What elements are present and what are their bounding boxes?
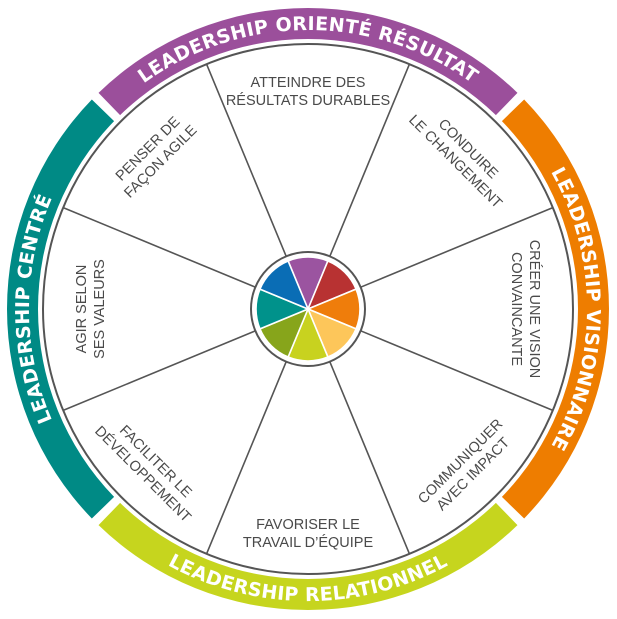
sector-dividers bbox=[62, 63, 554, 555]
band-visionnaire bbox=[501, 99, 609, 519]
outer-ring bbox=[42, 43, 574, 575]
sector-label-line: CONVAINCANTE bbox=[508, 252, 524, 366]
sector-label-line: CRÉER UNE VISION bbox=[526, 240, 543, 379]
sector-divider bbox=[205, 361, 287, 555]
sector-divider bbox=[360, 330, 554, 412]
sector-divider bbox=[329, 361, 411, 555]
band-relationnel bbox=[98, 502, 518, 610]
outer-bands bbox=[7, 8, 609, 610]
sector-divider bbox=[62, 330, 256, 412]
sector-label-line: RÉSULTATS DURABLES bbox=[226, 92, 390, 109]
sector-divider bbox=[329, 63, 411, 257]
band-centre bbox=[7, 99, 115, 519]
pie-slice-penser bbox=[259, 260, 309, 310]
sector-divider bbox=[360, 206, 554, 288]
sector-label-line: FAVORISER LE bbox=[256, 517, 360, 533]
band-label-relationnel: LEADERSHIP RELATIONNEL bbox=[165, 550, 451, 606]
sector-label-line: SES VALEURS bbox=[92, 259, 108, 359]
band-resultat bbox=[98, 8, 518, 116]
sector-label-line: AGIR SELON bbox=[74, 265, 90, 354]
sector-label-line: ATTEINDRE DES bbox=[251, 75, 366, 91]
sector-divider bbox=[205, 63, 287, 257]
sector-divider bbox=[62, 206, 256, 288]
center-pie bbox=[255, 256, 361, 362]
band-label-visionnaire: LEADERSHIP VISIONNAIRE bbox=[547, 164, 605, 455]
sector-label-line: TRAVAIL D’ÉQUIPE bbox=[243, 534, 374, 551]
